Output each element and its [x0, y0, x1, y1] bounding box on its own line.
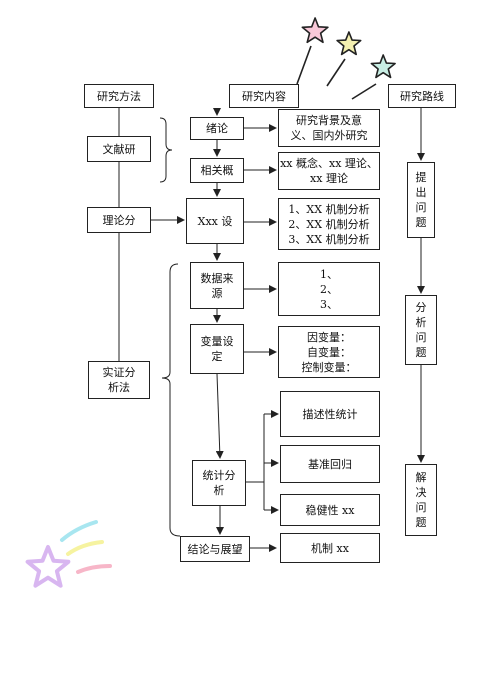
- decorative-stars: [296, 17, 396, 100]
- literature-brace: [159, 117, 173, 183]
- content-intro: 绪论: [190, 117, 244, 140]
- detail-concepts: xx 概念、xx 理论、 xx 理论: [278, 152, 380, 190]
- shooting-star-decoration: [25, 520, 112, 588]
- star-mint-icon: [370, 54, 396, 79]
- detail-data-items: 1、 2、 3、: [278, 262, 380, 316]
- route-raise-problem: 提 出 问 题: [407, 162, 435, 238]
- star-trail-2: [326, 58, 346, 87]
- route-solve-problem: 解 决 问 题: [405, 464, 437, 536]
- detail-background: 研究背景及意 义、国内外研究: [278, 109, 380, 147]
- star-yellow-icon: [336, 31, 362, 56]
- detail-baseline: 基准回归: [280, 445, 380, 483]
- detail-mechanism: 机制 xx: [280, 533, 380, 563]
- route-analyze-problem: 分 析 问 题: [405, 295, 437, 365]
- content-variable: 变量设 定: [190, 324, 244, 374]
- detail-descriptive: 描述性统计: [280, 391, 380, 437]
- header-route: 研究路线: [388, 84, 456, 108]
- content-stats: 统计分 析: [192, 460, 246, 506]
- star-trail-1: [296, 45, 312, 85]
- method-theory: 理论分: [87, 207, 151, 233]
- detail-mechanism-analysis: 1、XX 机制分析 2、XX 机制分析 3、XX 机制分析: [278, 198, 380, 250]
- header-method: 研究方法: [84, 84, 154, 108]
- content-arrow-5: [215, 373, 224, 459]
- content-conclusion: 结论与展望: [180, 536, 250, 562]
- method-literature: 文献研: [87, 136, 151, 162]
- empirical-brace: [161, 263, 181, 537]
- detail-robustness: 稳健性 xx: [280, 494, 380, 526]
- header-content: 研究内容: [229, 84, 299, 108]
- detail-variables: 因变量： 自变量： 控制变量：: [278, 326, 380, 378]
- content-related: 相关概: [190, 158, 244, 183]
- trail-cyan: [60, 520, 98, 542]
- content-xxx: Xxx 设: [186, 198, 244, 244]
- star-trail-3: [351, 83, 377, 100]
- star-pink-icon: [301, 17, 329, 44]
- star-purple-icon: [25, 545, 71, 588]
- trail-yellow: [66, 540, 104, 556]
- method-empirical: 实证分 析法: [88, 361, 150, 399]
- trail-pink: [76, 564, 112, 574]
- content-data-source: 数据来 源: [190, 262, 244, 309]
